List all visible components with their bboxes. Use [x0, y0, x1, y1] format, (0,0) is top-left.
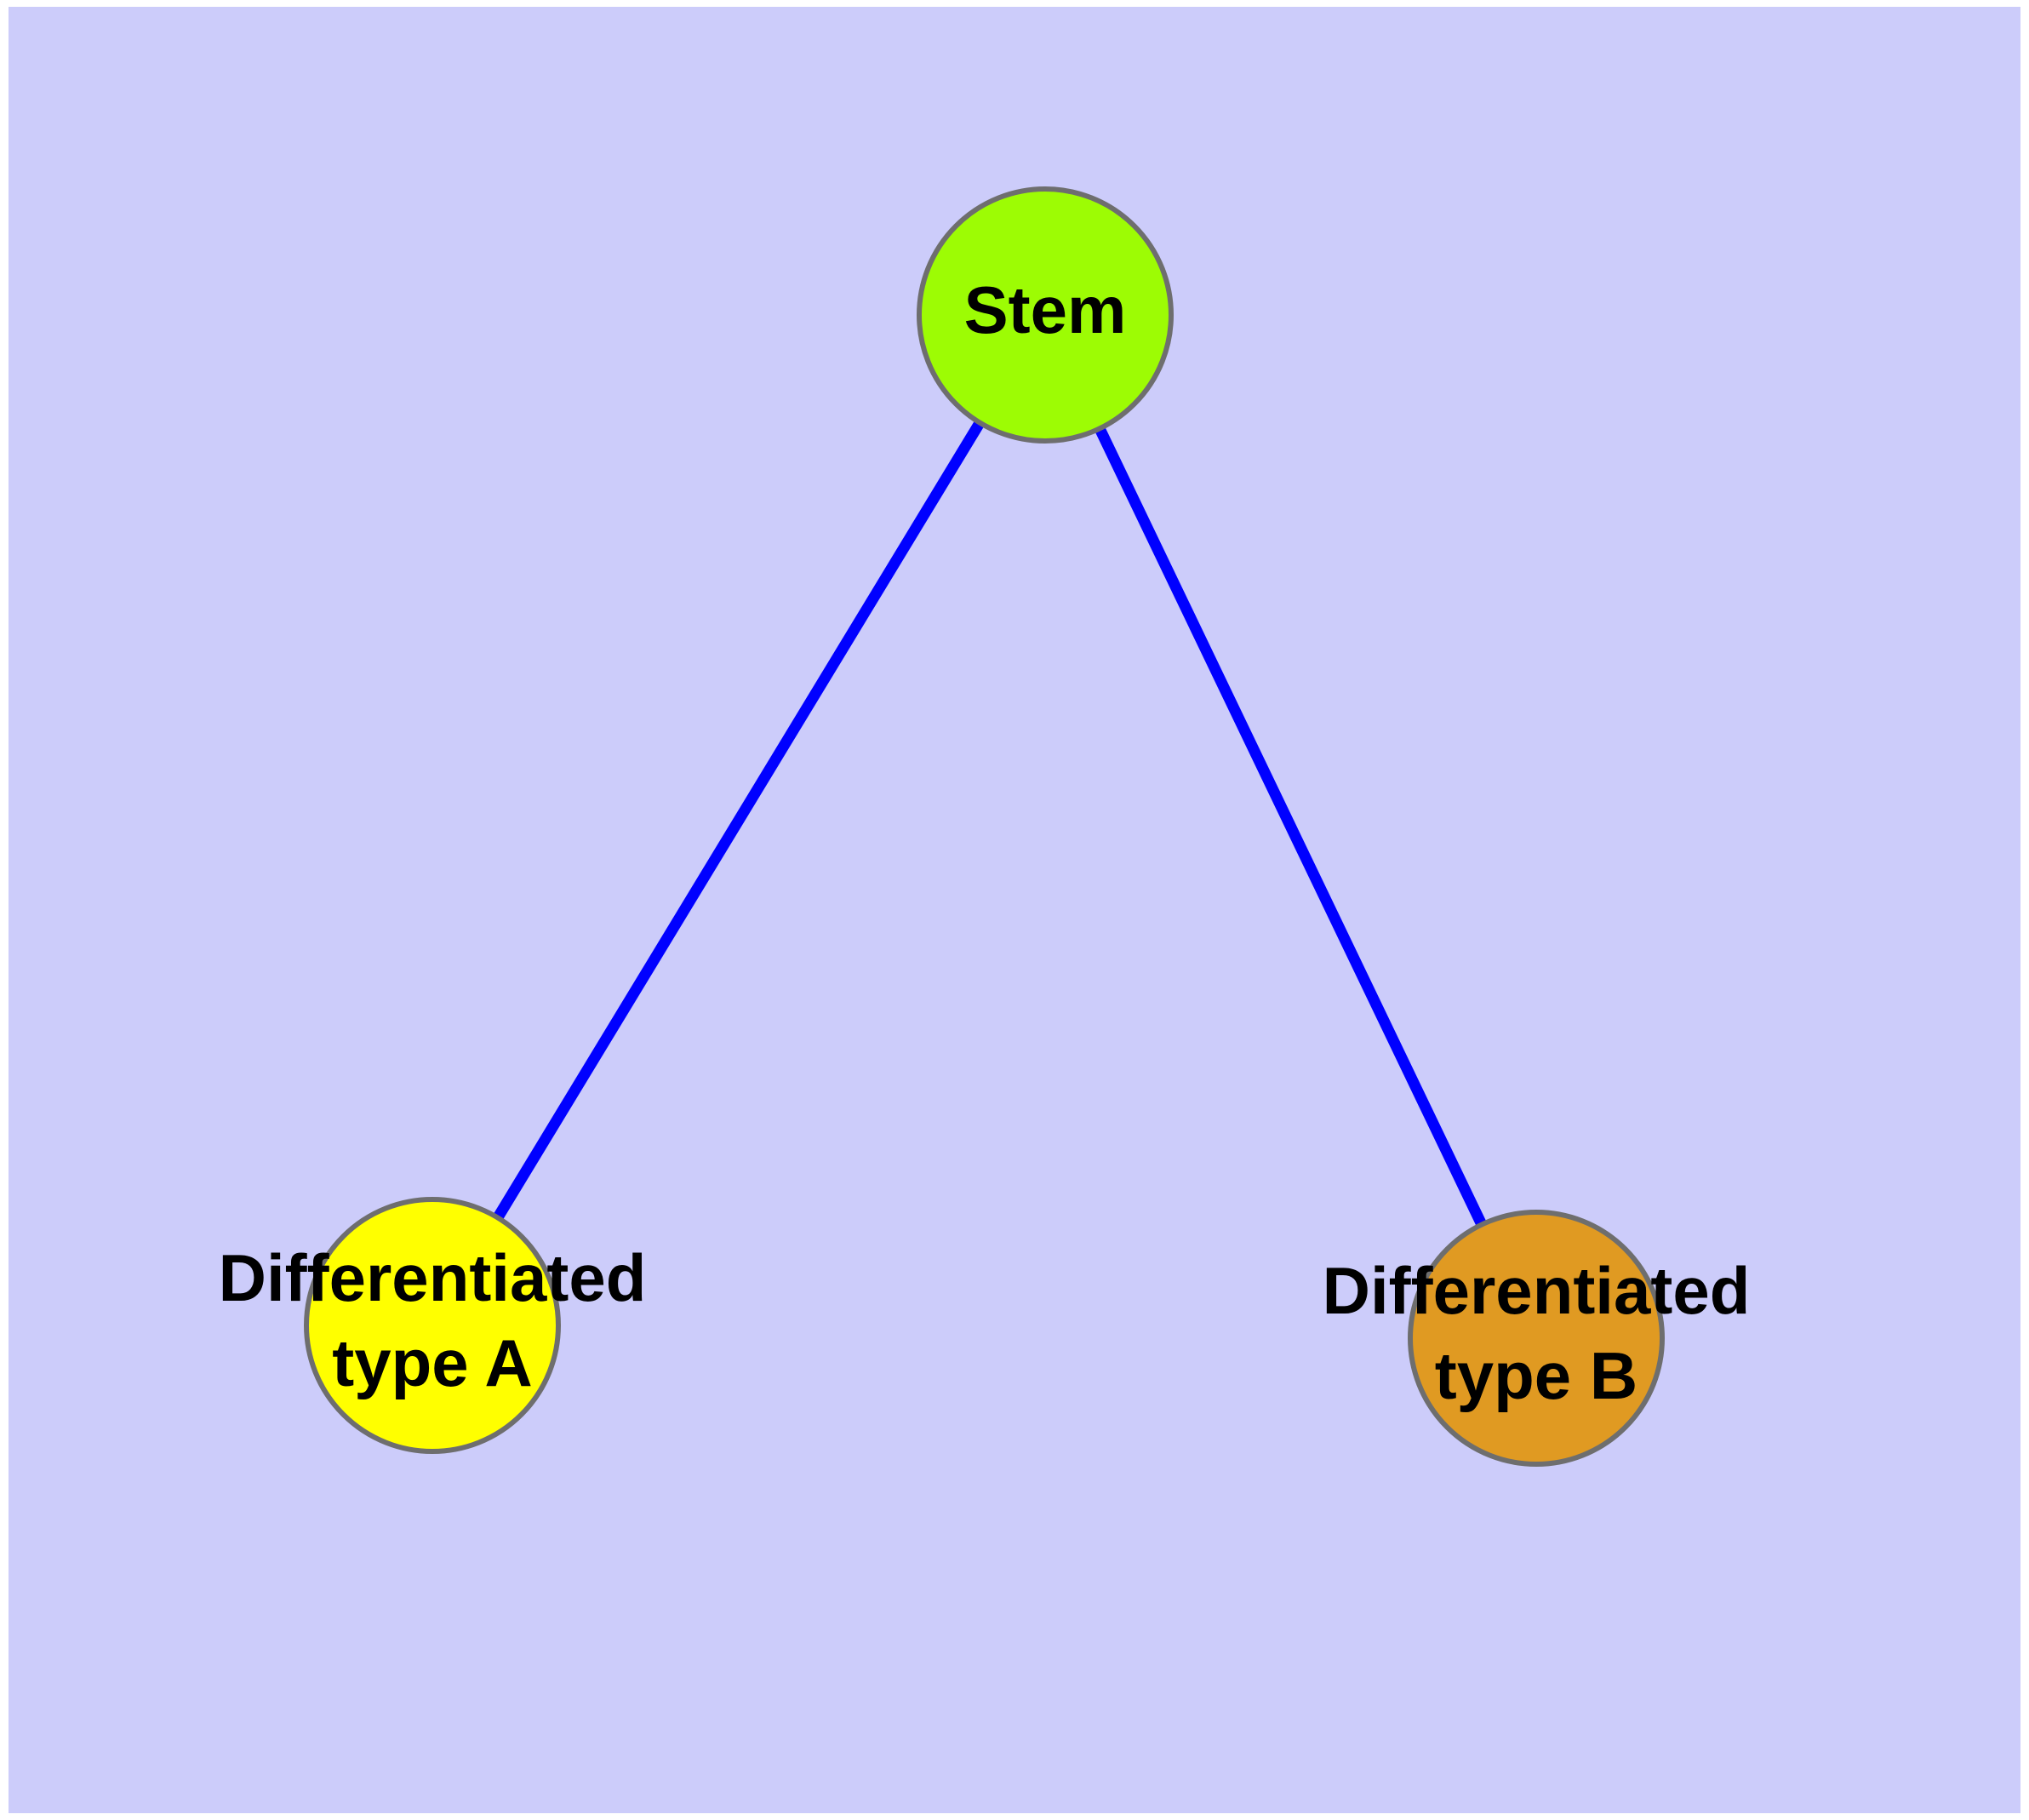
node-label-line: type A	[332, 1325, 533, 1400]
node-label: Differentiated type B	[1323, 1253, 1751, 1413]
graph-node[interactable]	[917, 186, 1174, 444]
node-label: Stem	[964, 272, 1127, 347]
graph-node[interactable]	[1408, 1210, 1665, 1467]
graph-edge[interactable]	[1093, 423, 1489, 1230]
node-label-line: Differentiated	[219, 1240, 647, 1315]
edges-layer	[491, 416, 1489, 1230]
node-circle[interactable]	[304, 1197, 561, 1454]
node-label-line: Differentiated	[1323, 1253, 1751, 1328]
node-circle[interactable]	[1408, 1210, 1665, 1467]
node-label: Differentiated type A	[219, 1240, 647, 1400]
node-label-line: Stem	[964, 272, 1127, 347]
node-label-line: type B	[1435, 1338, 1637, 1413]
graph-node[interactable]	[304, 1197, 561, 1454]
node-circle[interactable]	[917, 186, 1174, 444]
graph-edge[interactable]	[491, 416, 986, 1224]
